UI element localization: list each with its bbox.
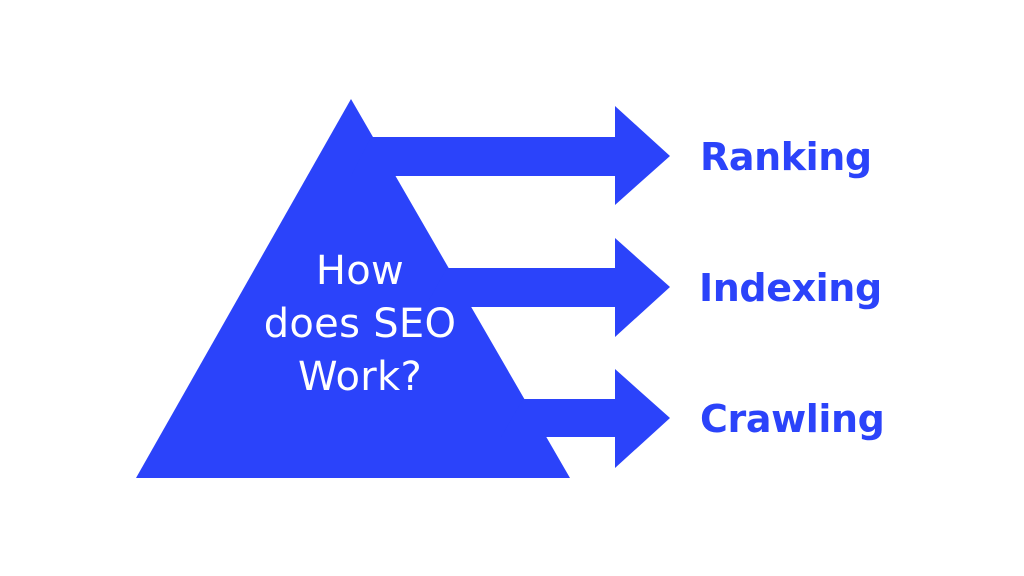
- funnel-text-line-3: Work?: [298, 354, 422, 400]
- arrow-indexing: [425, 238, 670, 337]
- stage-label-crawling: Crawling: [700, 397, 885, 441]
- funnel-text-line-2: does SEO: [264, 301, 457, 347]
- stage-label-indexing: Indexing: [699, 266, 882, 310]
- stage-label-ranking: Ranking: [700, 135, 872, 179]
- arrow-ranking: [351, 106, 670, 205]
- funnel-text-line-1: How: [316, 248, 404, 294]
- arrow-crawling: [501, 369, 670, 468]
- funnel-triangle: [136, 99, 570, 478]
